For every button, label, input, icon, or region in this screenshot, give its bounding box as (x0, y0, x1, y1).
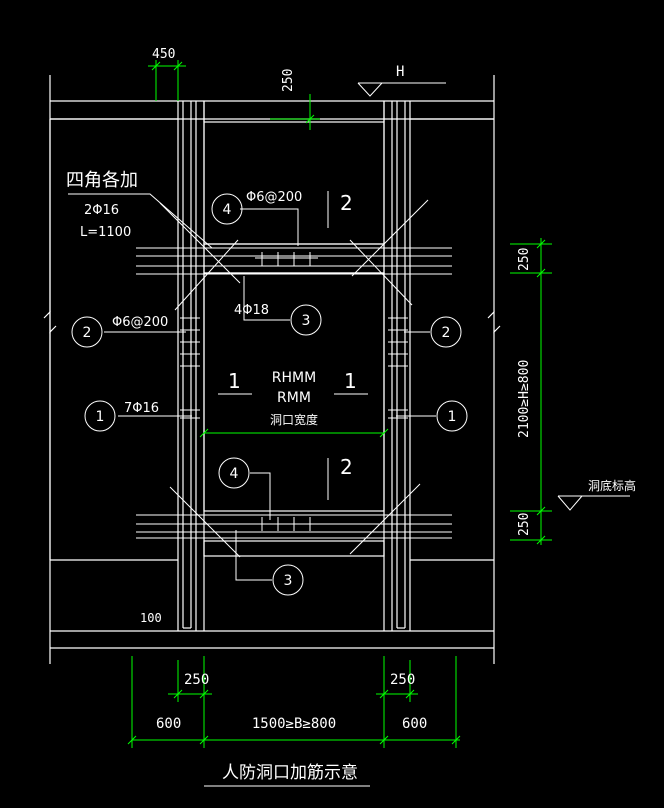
drawing-caption: 人防洞口加筋示意 (222, 763, 358, 783)
dim-100: 100 (140, 611, 162, 625)
svg-text:2: 2 (83, 325, 92, 341)
small-ties (180, 191, 408, 531)
bottom-right-250: 250 (390, 672, 415, 688)
section-mark-left: 1 (228, 369, 241, 393)
corner-note-length: L=1100 (80, 225, 131, 240)
svg-text:3: 3 (284, 573, 293, 589)
door-type-1: RHMM (272, 370, 316, 386)
top-left-dim: 450 (152, 47, 175, 62)
stirrup-top-label: Φ6@200 (246, 190, 302, 205)
leader-lines (68, 193, 436, 581)
dimension-lines (127, 60, 552, 748)
bubble-1-right: 1 (436, 400, 468, 432)
bottom-left-600: 600 (156, 716, 181, 732)
floor-level-label: 洞底标高 (588, 478, 636, 493)
wall-outline (43, 75, 501, 664)
bubble-2-right: 2 (430, 316, 462, 348)
bars-1-label: 7Φ16 (124, 401, 159, 416)
floor-level-mark (557, 495, 630, 511)
bottom-mid-dim: 1500≥B≥800 (252, 716, 336, 732)
right-bottom-250: 250 (517, 513, 532, 536)
corner-note-title: 四角各加 (66, 170, 138, 191)
svg-text:1: 1 (96, 409, 105, 425)
svg-text:2: 2 (442, 325, 451, 341)
svg-text:4: 4 (223, 202, 232, 218)
svg-text:4: 4 (230, 466, 239, 482)
bottom-left-250: 250 (184, 672, 209, 688)
level-mark-label: H (396, 64, 404, 80)
section-mark-bottom: 2 (340, 455, 353, 479)
svg-text:1: 1 (448, 409, 457, 425)
right-top-250: 250 (517, 248, 532, 271)
top-mid-dim: 250 (281, 69, 296, 92)
bubble-1-left: 1 (84, 400, 116, 432)
corner-note-bars: 2Φ16 (84, 203, 119, 218)
level-mark (357, 82, 446, 97)
door-type-2: RMM (277, 390, 311, 406)
svg-text:3: 3 (302, 313, 311, 329)
bottom-right-600: 600 (402, 716, 427, 732)
section-mark-top: 2 (340, 191, 353, 215)
horizontal-rebars (136, 247, 452, 539)
bubble-3-mid: 3 (290, 304, 322, 336)
stirrup-left-label: Φ6@200 (112, 315, 168, 330)
bubble-2-left: 2 (71, 316, 103, 348)
opening-width-label: 洞口宽度 (270, 412, 318, 427)
bubble-4-bottom: 4 (218, 457, 250, 489)
diagonal-corner-bars (159, 199, 429, 558)
bars-3-label: 4Φ18 (234, 303, 269, 318)
bubble-4-top: 4 (211, 193, 243, 225)
section-mark-right: 1 (344, 369, 357, 393)
right-mid-dim: 2100≥H≥800 (517, 360, 532, 438)
bubble-3-bottom: 3 (272, 564, 304, 596)
